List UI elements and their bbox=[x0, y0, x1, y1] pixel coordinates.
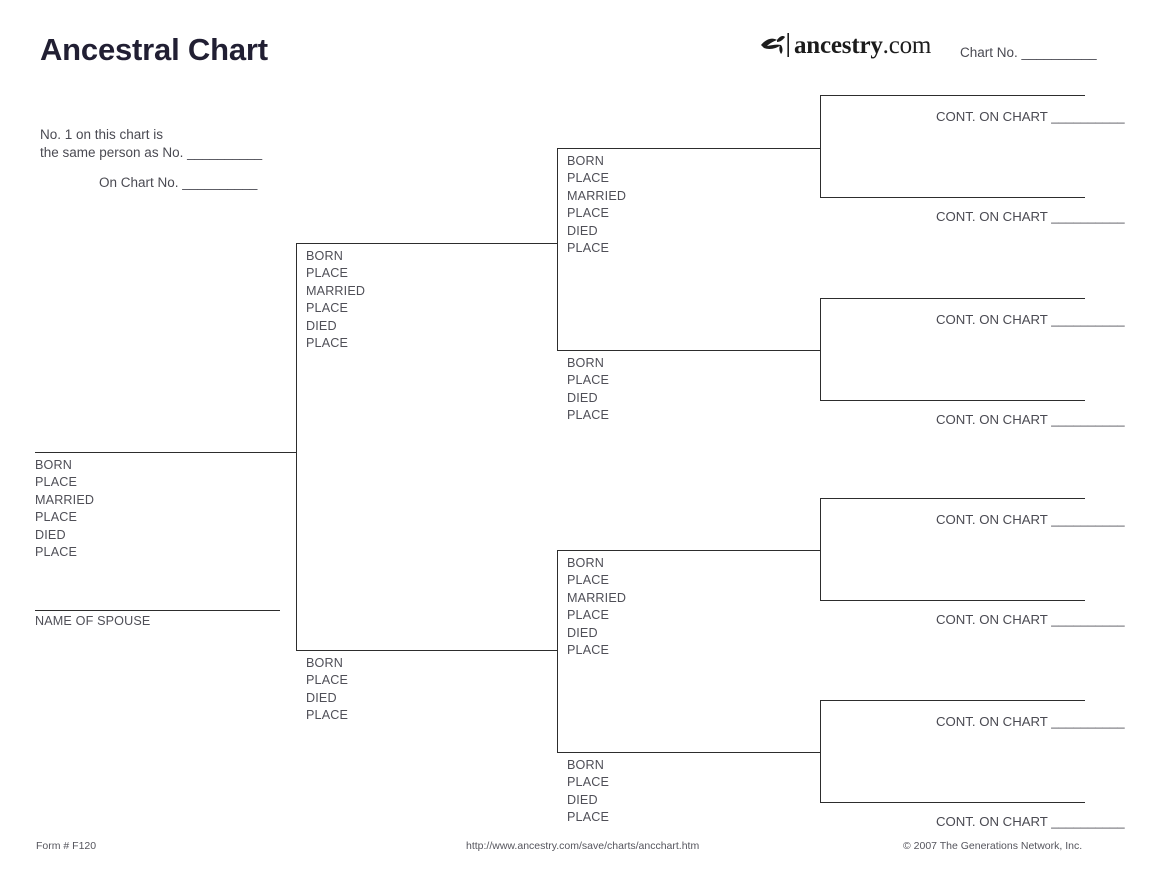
person-2-born-label: BORN bbox=[306, 249, 343, 263]
on-chart-no-field[interactable]: On Chart No. __________ bbox=[99, 175, 258, 190]
person-1-fields[interactable]: BORN PLACE MARRIED PLACE DIED PLACE bbox=[35, 457, 94, 561]
person-10-cont-on-chart[interactable]: CONT. ON CHART __________ bbox=[936, 312, 1125, 327]
person-3-deathplace-label: PLACE bbox=[306, 708, 349, 723]
person-5-fields[interactable]: BORN PLACE DIED PLACE bbox=[567, 355, 609, 425]
person-1-birthplace-label: PLACE bbox=[35, 475, 78, 490]
connector-person-2-to-parents bbox=[541, 243, 558, 244]
spouse-nameline[interactable] bbox=[35, 610, 280, 611]
person-7-deathplace-label: PLACE bbox=[567, 810, 610, 825]
chart-no-field[interactable]: Chart No. __________ bbox=[960, 45, 1097, 60]
bracket-generation-3-lower bbox=[557, 550, 558, 752]
person-2-died-label: DIED bbox=[306, 318, 337, 333]
person-4-born-label: BORN bbox=[567, 154, 604, 168]
person-6-birthplace-label: PLACE bbox=[567, 573, 610, 588]
person-7-nameline[interactable] bbox=[557, 752, 820, 753]
person-6-married-label: MARRIED bbox=[567, 590, 627, 605]
person-4-nameline[interactable] bbox=[557, 148, 820, 149]
connector-person-1-to-parents bbox=[280, 452, 297, 453]
person-3-died-label: DIED bbox=[306, 690, 337, 705]
person-1-died-label: DIED bbox=[35, 527, 66, 542]
person-5-born-label: BORN bbox=[567, 356, 604, 370]
person-4-married-label: MARRIED bbox=[567, 188, 627, 203]
person-13-nameline[interactable] bbox=[820, 600, 1085, 601]
person-5-nameline[interactable] bbox=[557, 350, 820, 351]
ancestry-leaf-icon bbox=[758, 32, 792, 58]
person-15-nameline[interactable] bbox=[820, 802, 1085, 803]
person-4-died-label: DIED bbox=[567, 223, 598, 238]
person-4-fields[interactable]: BORN PLACE MARRIED PLACE DIED PLACE bbox=[567, 153, 626, 257]
bracket-generation-4-c bbox=[820, 498, 821, 600]
person-4-birthplace-label: PLACE bbox=[567, 171, 610, 186]
same-person-note-line1: No. 1 on this chart is bbox=[40, 127, 164, 142]
person-2-fields[interactable]: BORN PLACE MARRIED PLACE DIED PLACE bbox=[306, 248, 365, 352]
person-1-nameline[interactable] bbox=[35, 452, 295, 453]
person-14-nameline[interactable] bbox=[820, 700, 1085, 701]
person-7-died-label: DIED bbox=[567, 792, 598, 807]
bracket-generation-3-upper bbox=[557, 148, 558, 350]
person-6-died-label: DIED bbox=[567, 625, 598, 640]
person-2-marriageplace-label: PLACE bbox=[306, 301, 349, 316]
person-7-fields[interactable]: BORN PLACE DIED PLACE bbox=[567, 757, 609, 827]
person-14-cont-on-chart[interactable]: CONT. ON CHART __________ bbox=[936, 714, 1125, 729]
same-person-note[interactable]: No. 1 on this chart is the same person a… bbox=[40, 126, 262, 162]
person-3-fields[interactable]: BORN PLACE DIED PLACE bbox=[306, 655, 348, 725]
person-9-cont-on-chart[interactable]: CONT. ON CHART __________ bbox=[936, 209, 1125, 224]
person-5-died-label: DIED bbox=[567, 390, 598, 405]
brand-name-tld: .com bbox=[882, 31, 932, 59]
ancestry-logo: ancestry.com bbox=[758, 30, 931, 60]
person-15-cont-on-chart[interactable]: CONT. ON CHART __________ bbox=[936, 814, 1125, 829]
person-2-married-label: MARRIED bbox=[306, 283, 366, 298]
person-12-cont-on-chart[interactable]: CONT. ON CHART __________ bbox=[936, 512, 1125, 527]
person-7-born-label: BORN bbox=[567, 758, 604, 772]
person-8-nameline[interactable] bbox=[820, 95, 1085, 96]
person-6-marriageplace-label: PLACE bbox=[567, 608, 610, 623]
person-8-cont-on-chart[interactable]: CONT. ON CHART __________ bbox=[936, 109, 1125, 124]
person-3-nameline[interactable] bbox=[296, 650, 558, 651]
person-1-marriageplace-label: PLACE bbox=[35, 510, 78, 525]
person-13-cont-on-chart[interactable]: CONT. ON CHART __________ bbox=[936, 612, 1125, 627]
person-7-birthplace-label: PLACE bbox=[567, 775, 610, 790]
person-10-nameline[interactable] bbox=[820, 298, 1085, 299]
brand-name-bold: ancestry bbox=[794, 31, 883, 59]
copyright-notice: © 2007 The Generations Network, Inc. bbox=[903, 840, 1083, 852]
person-6-nameline[interactable] bbox=[557, 550, 820, 551]
person-1-married-label: MARRIED bbox=[35, 492, 95, 507]
person-3-birthplace-label: PLACE bbox=[306, 673, 349, 688]
person-2-nameline[interactable] bbox=[296, 243, 558, 244]
bracket-generation-4-d bbox=[820, 700, 821, 802]
person-11-nameline[interactable] bbox=[820, 400, 1085, 401]
person-2-birthplace-label: PLACE bbox=[306, 266, 349, 281]
person-5-deathplace-label: PLACE bbox=[567, 408, 610, 423]
person-2-deathplace-label: PLACE bbox=[306, 335, 349, 350]
spouse-label: NAME OF SPOUSE bbox=[35, 614, 151, 628]
person-1-deathplace-label: PLACE bbox=[35, 544, 78, 559]
person-6-born-label: BORN bbox=[567, 556, 604, 570]
connector-person-4-to-parents bbox=[803, 148, 820, 149]
person-11-cont-on-chart[interactable]: CONT. ON CHART __________ bbox=[936, 412, 1125, 427]
ancestry-wordmark: ancestry.com bbox=[794, 33, 931, 58]
connector-person-5-to-parents bbox=[803, 350, 820, 351]
person-4-deathplace-label: PLACE bbox=[567, 240, 610, 255]
same-person-note-line2: the same person as No. __________ bbox=[40, 145, 263, 160]
bracket-generation-4-b bbox=[820, 298, 821, 400]
person-3-born-label: BORN bbox=[306, 656, 343, 670]
person-4-marriageplace-label: PLACE bbox=[567, 206, 610, 221]
connector-person-6-to-parents bbox=[803, 550, 820, 551]
page-title: Ancestral Chart bbox=[40, 32, 268, 67]
connector-person-3-to-parents bbox=[541, 650, 558, 651]
source-url[interactable]: http://www.ancestry.com/save/charts/ancc… bbox=[466, 840, 700, 852]
connector-person-7-to-parents bbox=[803, 752, 820, 753]
person-1-born-label: BORN bbox=[35, 458, 72, 472]
person-9-nameline[interactable] bbox=[820, 197, 1085, 198]
person-6-deathplace-label: PLACE bbox=[567, 642, 610, 657]
bracket-generation-2 bbox=[296, 243, 297, 650]
bracket-generation-4-a bbox=[820, 95, 821, 197]
person-12-nameline[interactable] bbox=[820, 498, 1085, 499]
person-5-birthplace-label: PLACE bbox=[567, 373, 610, 388]
person-6-fields[interactable]: BORN PLACE MARRIED PLACE DIED PLACE bbox=[567, 555, 626, 659]
form-number: Form # F120 bbox=[36, 840, 97, 852]
